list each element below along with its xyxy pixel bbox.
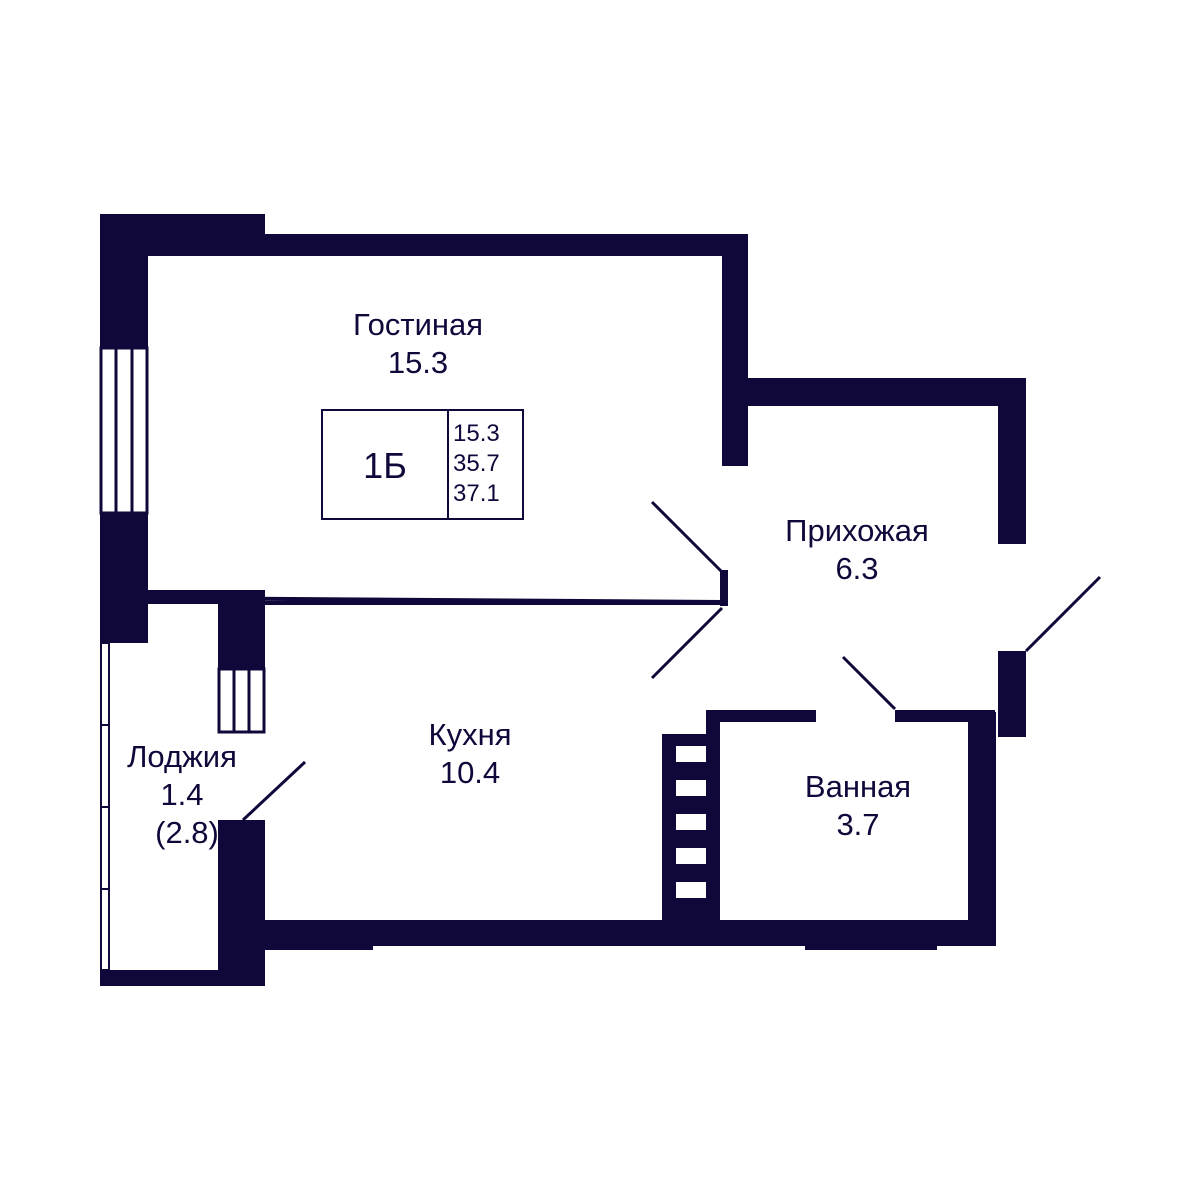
- apartment-badge: [321, 409, 524, 520]
- wall-loggia-column: [218, 603, 265, 669]
- door-kitchen: [650, 606, 724, 680]
- door-loggia: [241, 760, 307, 822]
- shaft-slot: [676, 780, 706, 796]
- shaft-slot: [676, 882, 706, 898]
- room-area-alt: (2.8): [155, 815, 219, 850]
- vent-shaft-frame: [662, 734, 710, 946]
- wall-hall-right-top: [998, 378, 1026, 544]
- wall-hall-right-bottom: [998, 651, 1026, 737]
- room-label-bath: Ванная 3.7: [758, 768, 958, 844]
- wall-top: [100, 234, 748, 256]
- door-bath: [841, 655, 897, 711]
- room-name: Кухня: [428, 717, 512, 752]
- room-area: 6.3: [835, 551, 879, 586]
- room-area: 3.7: [836, 807, 880, 842]
- shaft-slot: [676, 814, 706, 830]
- door-living: [650, 500, 724, 574]
- door-entrance: [1024, 575, 1102, 653]
- wall-bath-top-left: [706, 710, 816, 722]
- room-name: Гостиная: [352, 307, 484, 342]
- apartment-code: 1Б: [363, 445, 407, 486]
- wall-loggia-pier: [218, 820, 265, 986]
- wall-loggia-bottom: [100, 970, 265, 986]
- shaft-slot: [676, 848, 706, 864]
- wall-hall-door-stub: [720, 570, 728, 606]
- room-label-hall: Прихожая 6.3: [757, 512, 957, 588]
- room-area: 1.4: [160, 777, 204, 812]
- room-label-kitchen: Кухня 10.4: [370, 716, 570, 792]
- room-area: 15.3: [387, 345, 449, 380]
- room-name: Прихожая: [785, 513, 929, 548]
- area-living: 15.3: [453, 420, 500, 447]
- apartment-areas: 15.3 35.7 37.1: [453, 419, 500, 509]
- room-name: Лоджия: [127, 739, 237, 774]
- wall-bottom-thick-right: [805, 920, 937, 950]
- wall-bottom-thick-left: [265, 920, 373, 950]
- area-total-with-loggia: 37.1: [453, 480, 500, 507]
- room-label-loggia: Лоджия 1.4 (2.8): [112, 738, 252, 852]
- window-living: [99, 346, 149, 515]
- badge-frame: [321, 409, 524, 520]
- partitions: [147, 596, 723, 605]
- wall-left-mid: [100, 513, 148, 643]
- window-kitchen: [217, 667, 266, 734]
- area-total: 35.7: [453, 450, 500, 477]
- wall-top-left-cap: [100, 214, 265, 236]
- vent-shaft-slots: [676, 746, 706, 898]
- shaft-slot: [676, 746, 706, 762]
- wall-bath-right: [968, 712, 996, 946]
- room-area: 10.4: [439, 755, 501, 790]
- wall-bath-top-right: [895, 710, 995, 722]
- wall-hall-top: [722, 378, 1026, 406]
- windows: [99, 346, 266, 971]
- doors: [241, 500, 1102, 822]
- room-label-living: Гостиная 15.3: [318, 306, 518, 382]
- room-name: Ванная: [804, 769, 912, 804]
- wall-living-right: [722, 234, 748, 466]
